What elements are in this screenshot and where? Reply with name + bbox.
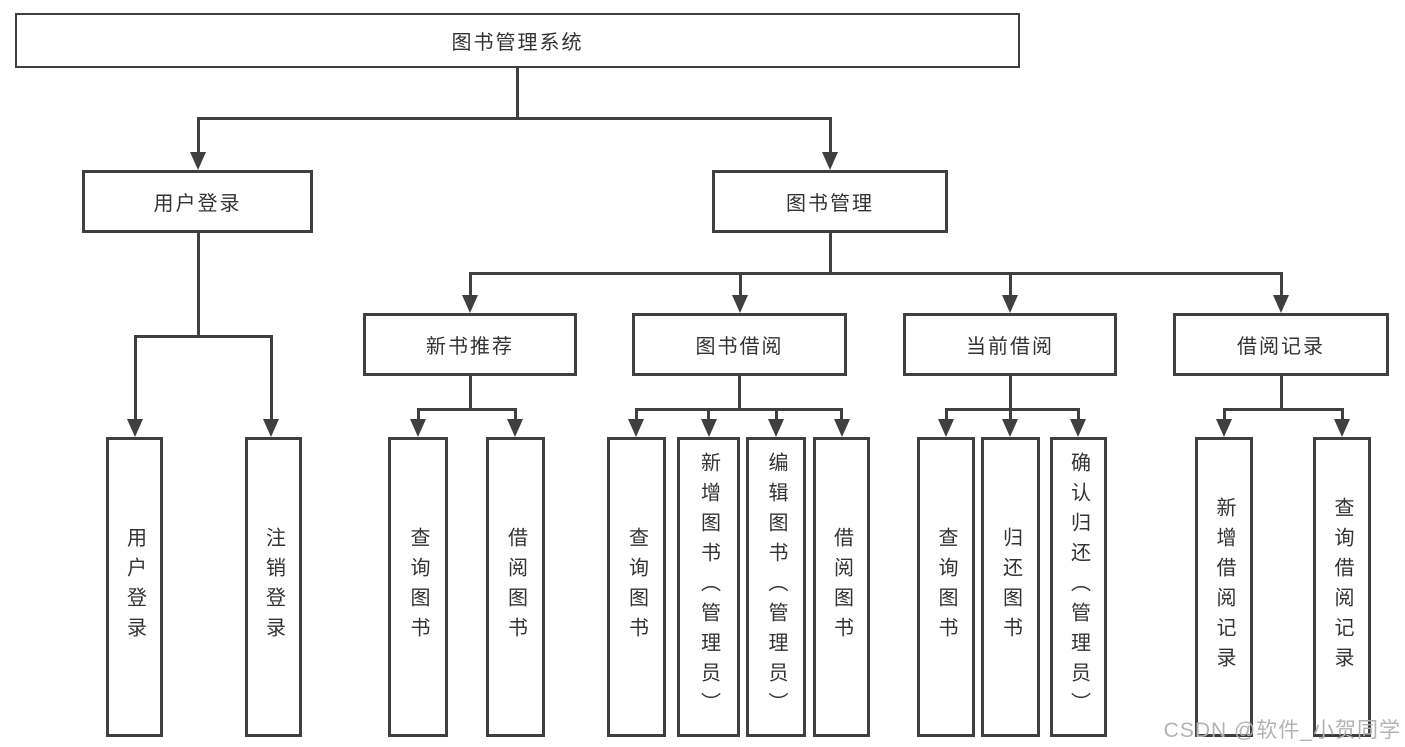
node-label: 查询图书	[935, 527, 957, 647]
connector-line	[828, 233, 832, 272]
connector-line	[133, 335, 273, 338]
connector-line	[269, 335, 273, 419]
node-new-book-recommend: 新书推荐	[363, 313, 577, 376]
arrowhead-icon	[1002, 419, 1018, 437]
node-label: 图书借阅	[695, 336, 784, 358]
connector-line	[196, 117, 200, 152]
connector-line	[1008, 376, 1012, 408]
node-leaf-borrow-books-newbook: 借阅图书	[486, 437, 545, 737]
node-leaf-confirm-return-admin: 确认归还（管理员）	[1050, 437, 1107, 737]
connector-line	[1340, 408, 1344, 420]
node-label: 借阅记录	[1237, 336, 1325, 358]
arrowhead-icon	[190, 152, 206, 170]
node-leaf-return-books: 归还图书	[981, 437, 1040, 737]
connector-line	[196, 117, 832, 120]
node-label: 归还图书	[999, 527, 1022, 647]
node-label: 用户登录	[153, 193, 242, 215]
connector-line	[468, 272, 1283, 275]
connector-line	[828, 117, 832, 152]
node-label: 新书推荐	[426, 336, 514, 358]
connector-line	[1076, 408, 1080, 420]
connector-line	[515, 68, 519, 117]
connector-line	[944, 408, 948, 420]
node-label: 新增图书（管理员）	[697, 452, 720, 722]
arrowhead-icon	[507, 419, 523, 437]
node-book-management: 图书管理	[712, 170, 948, 233]
node-label: 图书管理	[786, 193, 874, 215]
arrowhead-icon	[1002, 295, 1018, 313]
arrowhead-icon	[1273, 295, 1289, 313]
connector-line	[944, 408, 1080, 411]
csdn-watermark: CSDN @软件_小贺同学	[1163, 719, 1401, 742]
node-label: 确认归还（管理员）	[1067, 452, 1090, 722]
arrowhead-icon	[628, 419, 644, 437]
node-label: 查询图书	[407, 527, 429, 647]
node-leaf-query-books-newbook: 查询图书	[388, 437, 448, 737]
connector-line	[1279, 376, 1283, 408]
connector-line	[416, 408, 420, 420]
connector-line	[707, 408, 710, 420]
arrowhead-icon	[732, 295, 748, 313]
arrowhead-icon	[700, 419, 717, 437]
node-label: 注销登录	[262, 527, 285, 647]
node-current-borrow: 当前借阅	[903, 313, 1117, 376]
connector-line	[196, 233, 200, 335]
node-label: 借阅图书	[504, 527, 527, 647]
arrowhead-icon	[410, 419, 426, 437]
node-library-management-system: 图书管理系统	[15, 13, 1020, 68]
node-user-login: 用户登录	[82, 170, 313, 233]
node-label: 编辑图书（管理员）	[765, 452, 787, 722]
node-label: 查询借阅记录	[1331, 497, 1353, 677]
node-leaf-logout: 注销登录	[245, 437, 302, 737]
node-leaf-borrow-books: 借阅图书	[813, 437, 870, 737]
node-label: 当前借阅	[966, 336, 1054, 358]
node-leaf-edit-books-admin: 编辑图书（管理员）	[746, 437, 806, 737]
node-book-borrow: 图书借阅	[632, 313, 847, 376]
connector-line	[1008, 408, 1012, 420]
connector-line	[774, 408, 778, 420]
connector-line	[1008, 272, 1012, 295]
connector-line	[1279, 272, 1283, 295]
connector-line	[634, 408, 638, 420]
node-leaf-query-books-current: 查询图书	[917, 437, 975, 737]
node-leaf-query-books-borrowmod: 查询图书	[607, 437, 666, 737]
connector-line	[738, 272, 742, 295]
node-label: 借阅图书	[830, 527, 853, 647]
node-borrow-record: 借阅记录	[1173, 313, 1389, 376]
arrowhead-icon	[462, 295, 478, 313]
node-label: 用户登录	[123, 527, 146, 647]
connector-line	[1222, 408, 1226, 420]
node-label: 图书管理系统	[451, 32, 584, 54]
node-leaf-add-borrow-record: 新增借阅记录	[1195, 437, 1253, 737]
connector-line	[513, 408, 517, 420]
connector-line	[737, 376, 741, 408]
connector-line	[133, 335, 137, 419]
arrowhead-icon	[833, 419, 850, 437]
arrowhead-icon	[263, 419, 279, 437]
connector-line	[634, 408, 843, 411]
connector-line	[416, 408, 517, 411]
connector-line	[468, 376, 472, 408]
node-leaf-query-borrow-record: 查询借阅记录	[1313, 437, 1371, 737]
arrowhead-icon	[1216, 419, 1232, 437]
arrowhead-icon	[127, 419, 143, 437]
node-label: 新增借阅记录	[1213, 497, 1235, 677]
connector-line	[1222, 408, 1343, 411]
node-label: 查询图书	[625, 527, 648, 647]
arrowhead-icon	[1070, 419, 1086, 437]
arrowhead-icon	[822, 152, 838, 170]
arrowhead-icon	[1334, 419, 1350, 437]
arrowhead-icon	[768, 419, 784, 437]
node-leaf-user-login: 用户登录	[106, 437, 163, 737]
node-leaf-add-books-admin: 新增图书（管理员）	[677, 437, 740, 737]
connector-line	[468, 272, 472, 295]
arrowhead-icon	[938, 419, 954, 437]
connector-line	[840, 408, 843, 420]
